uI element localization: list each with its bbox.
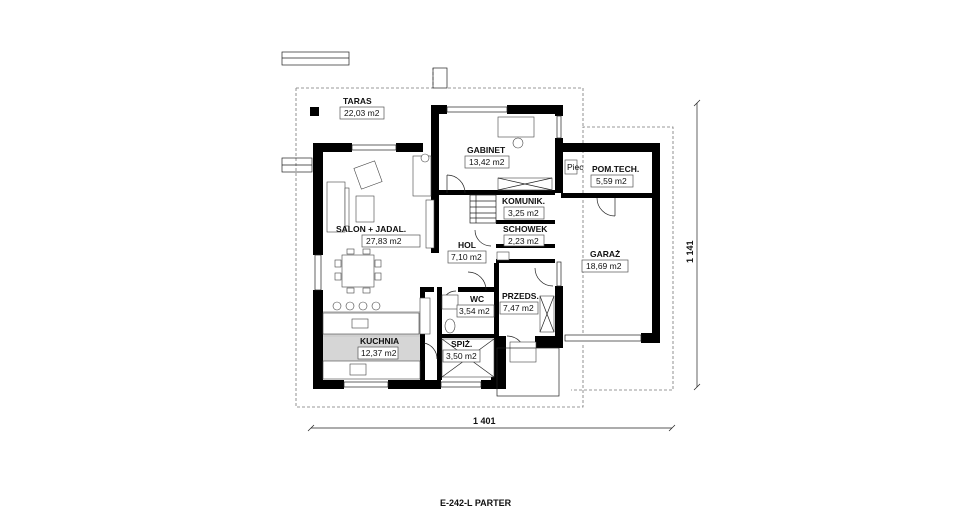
boiler <box>564 159 578 175</box>
room-name-wc: WC <box>470 294 484 304</box>
room-area-kuchnia: 12,37 m2 <box>361 348 397 358</box>
dining-table <box>341 254 375 288</box>
depth-dimension-label: 1 141 <box>685 240 695 263</box>
room-area-salon: 27,83 m2 <box>366 236 402 246</box>
width-dimension: 1 401 <box>307 416 676 432</box>
room-labels: TARAS 22,03 m2 GABINET 13,42 m2 POM.TECH… <box>336 96 639 363</box>
room-name-spiz: SPIŻ. <box>451 339 472 349</box>
room-area-spiz: 3,50 m2 <box>446 351 477 361</box>
room-name-gabinet: GABINET <box>467 145 506 155</box>
room-area-hol: 7,10 m2 <box>451 252 482 262</box>
room-name-komunik: KOMUNIK. <box>502 196 545 206</box>
staircase <box>469 194 497 224</box>
desk <box>497 116 535 138</box>
fireplace <box>412 155 432 197</box>
room-area-schowek: 2,23 m2 <box>508 236 539 246</box>
terrace-pergola <box>281 51 448 173</box>
room-name-salon: SALON + JADAL. <box>336 224 406 234</box>
tv-cabinet <box>425 199 435 249</box>
drawing-title: E-242-L PARTER <box>440 498 512 508</box>
toilet <box>444 318 456 334</box>
room-name-garaz: GARAŻ <box>590 249 620 259</box>
coffee-table <box>355 195 375 223</box>
windows <box>313 105 642 389</box>
kitchen-counter <box>322 360 421 380</box>
room-name-przeds: PRZEDS. <box>502 291 539 301</box>
furniture: Piec <box>322 116 584 397</box>
room-area-gabinet: 13,42 m2 <box>469 157 505 167</box>
width-dimension-label: 1 401 <box>473 416 496 426</box>
room-area-pom-tech: 5,59 m2 <box>596 176 627 186</box>
room-name-taras: TARAS <box>343 96 372 106</box>
room-area-taras: 22,03 m2 <box>344 108 380 118</box>
wc-sink <box>441 294 459 310</box>
boiler-label: Piec <box>567 162 584 172</box>
room-area-garaz: 18,69 m2 <box>586 261 622 271</box>
kitchen-island <box>322 312 420 335</box>
room-area-komunik: 3,25 m2 <box>508 208 539 218</box>
armchair <box>353 160 383 190</box>
entrance-canopy <box>509 341 537 363</box>
terrace-column <box>310 107 319 116</box>
room-area-wc: 3,54 m2 <box>459 306 490 316</box>
depth-dimension: 1 141 <box>685 99 701 391</box>
room-name-schowek: SCHOWEK <box>503 224 548 234</box>
room-area-przeds: 7,47 m2 <box>503 303 534 313</box>
room-name-pom-tech: POM.TECH. <box>592 164 639 174</box>
room-name-kuchnia: KUCHNIA <box>360 336 399 346</box>
room-name-hol: HOL <box>458 240 476 250</box>
